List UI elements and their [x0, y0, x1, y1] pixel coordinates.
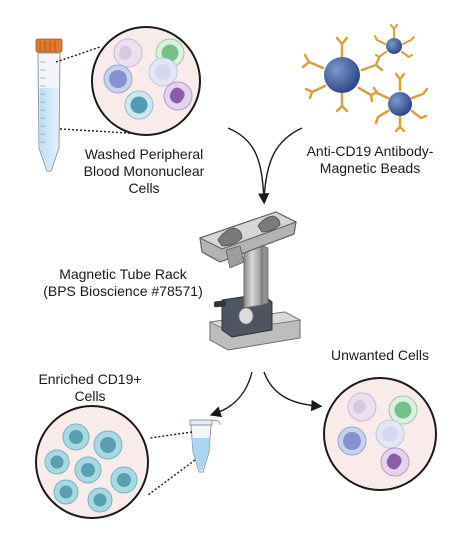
enriched-label-line: Enriched CD19+: [38, 371, 142, 387]
flow-arrow: [209, 371, 253, 418]
rack-label-line: (BPS Bioscience #78571): [43, 283, 203, 299]
cell-icon: [62, 423, 90, 451]
zoom-line: [147, 459, 196, 496]
antibody-bead-icon: [301, 36, 384, 113]
antibody-bead-icon: [374, 24, 415, 58]
zoom-line: [55, 46, 101, 63]
pbmc-label-line: Blood Mononuclear: [83, 163, 205, 179]
cell-icon: [148, 57, 178, 87]
pbmc-circle: [91, 26, 201, 136]
cell-icon: [93, 430, 123, 460]
flow-arrow: [227, 127, 270, 205]
microcentrifuge-tube-icon: [189, 419, 221, 473]
cell-icon: [375, 419, 405, 449]
cell-icon: [44, 449, 70, 475]
rack-label: Magnetic Tube Rack (BPS Bioscience #7857…: [38, 266, 208, 300]
cell-icon: [380, 447, 410, 477]
enriched-circle: [35, 405, 149, 519]
pbmc-label: Washed Peripheral Blood Mononuclear Cell…: [74, 146, 214, 197]
cell-icon: [113, 38, 143, 68]
cell-icon: [337, 426, 367, 456]
unwanted-label-line: Unwanted Cells: [330, 347, 430, 363]
cell-icon: [103, 64, 133, 94]
zoom-line: [149, 431, 193, 439]
cell-icon: [388, 395, 418, 425]
enriched-label-line: Cells: [74, 388, 106, 404]
cell-icon: [87, 487, 113, 513]
cell-icon: [53, 479, 79, 505]
cell-icon: [347, 392, 377, 422]
cell-icon: [110, 466, 138, 494]
enriched-label: Enriched CD19+ Cells: [30, 371, 150, 405]
pbmc-label-line: Cells: [128, 180, 160, 196]
beads-label-line: Magnetic Beads: [319, 160, 421, 176]
cell-icon: [74, 456, 102, 484]
rack-label-line: Magnetic Tube Rack: [59, 266, 187, 282]
magnetic-rack-icon: [198, 211, 302, 351]
conical-tube-icon: [35, 38, 63, 172]
unwanted-circle: [323, 377, 437, 491]
flow-arrow: [263, 371, 323, 412]
cell-icon: [124, 90, 154, 120]
pbmc-label-line: Washed Peripheral: [84, 146, 204, 162]
unwanted-label: Unwanted Cells: [320, 347, 440, 364]
beads-label-line: Anti-CD19 Antibody-: [306, 143, 434, 159]
antibody-bead-icon: [372, 72, 429, 133]
flow-arrow: [263, 127, 303, 201]
cell-icon: [163, 81, 193, 111]
beads-label: Anti-CD19 Antibody- Magnetic Beads: [300, 143, 440, 177]
